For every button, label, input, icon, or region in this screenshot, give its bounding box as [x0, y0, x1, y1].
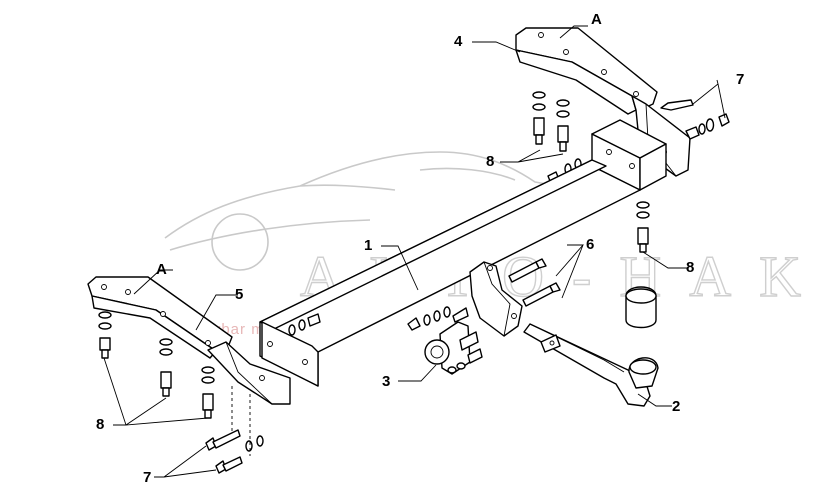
- neck-mount: [469, 261, 523, 337]
- callout-8-right-upper: 8: [486, 153, 494, 170]
- bolt-washer-set-left: [98, 311, 215, 419]
- callout-4: 4: [454, 33, 463, 50]
- bracket-left: [87, 276, 291, 405]
- callout-7-left: 7: [143, 469, 151, 486]
- callout-1: 1: [364, 237, 372, 254]
- bolt-set-center: [508, 258, 561, 307]
- ball-neck: [523, 286, 659, 407]
- washers-left-beam: [288, 313, 321, 336]
- bolt-set-right: [660, 99, 730, 140]
- callout-labels: 1 2 3 4 5 6 7 7 8 8 8 A A: [96, 11, 744, 486]
- callout-7-right: 7: [736, 71, 744, 88]
- callout-3: 3: [382, 373, 390, 390]
- callout-8-right-lower: 8: [686, 259, 694, 276]
- callout-2: 2: [672, 398, 680, 415]
- socket-plate: [407, 306, 483, 375]
- callout-5: 5: [235, 286, 243, 303]
- towbar-beam: [259, 119, 667, 387]
- bolt-set-left: [205, 386, 264, 474]
- callout-leaders: [103, 25, 726, 478]
- callout-a-right: A: [591, 11, 602, 28]
- watermark-wheel-front: [211, 213, 269, 271]
- callout-a-left: A: [156, 261, 167, 278]
- watermark-car-outline: [164, 151, 597, 251]
- callout-8-left: 8: [96, 416, 104, 433]
- callout-6: 6: [586, 236, 594, 253]
